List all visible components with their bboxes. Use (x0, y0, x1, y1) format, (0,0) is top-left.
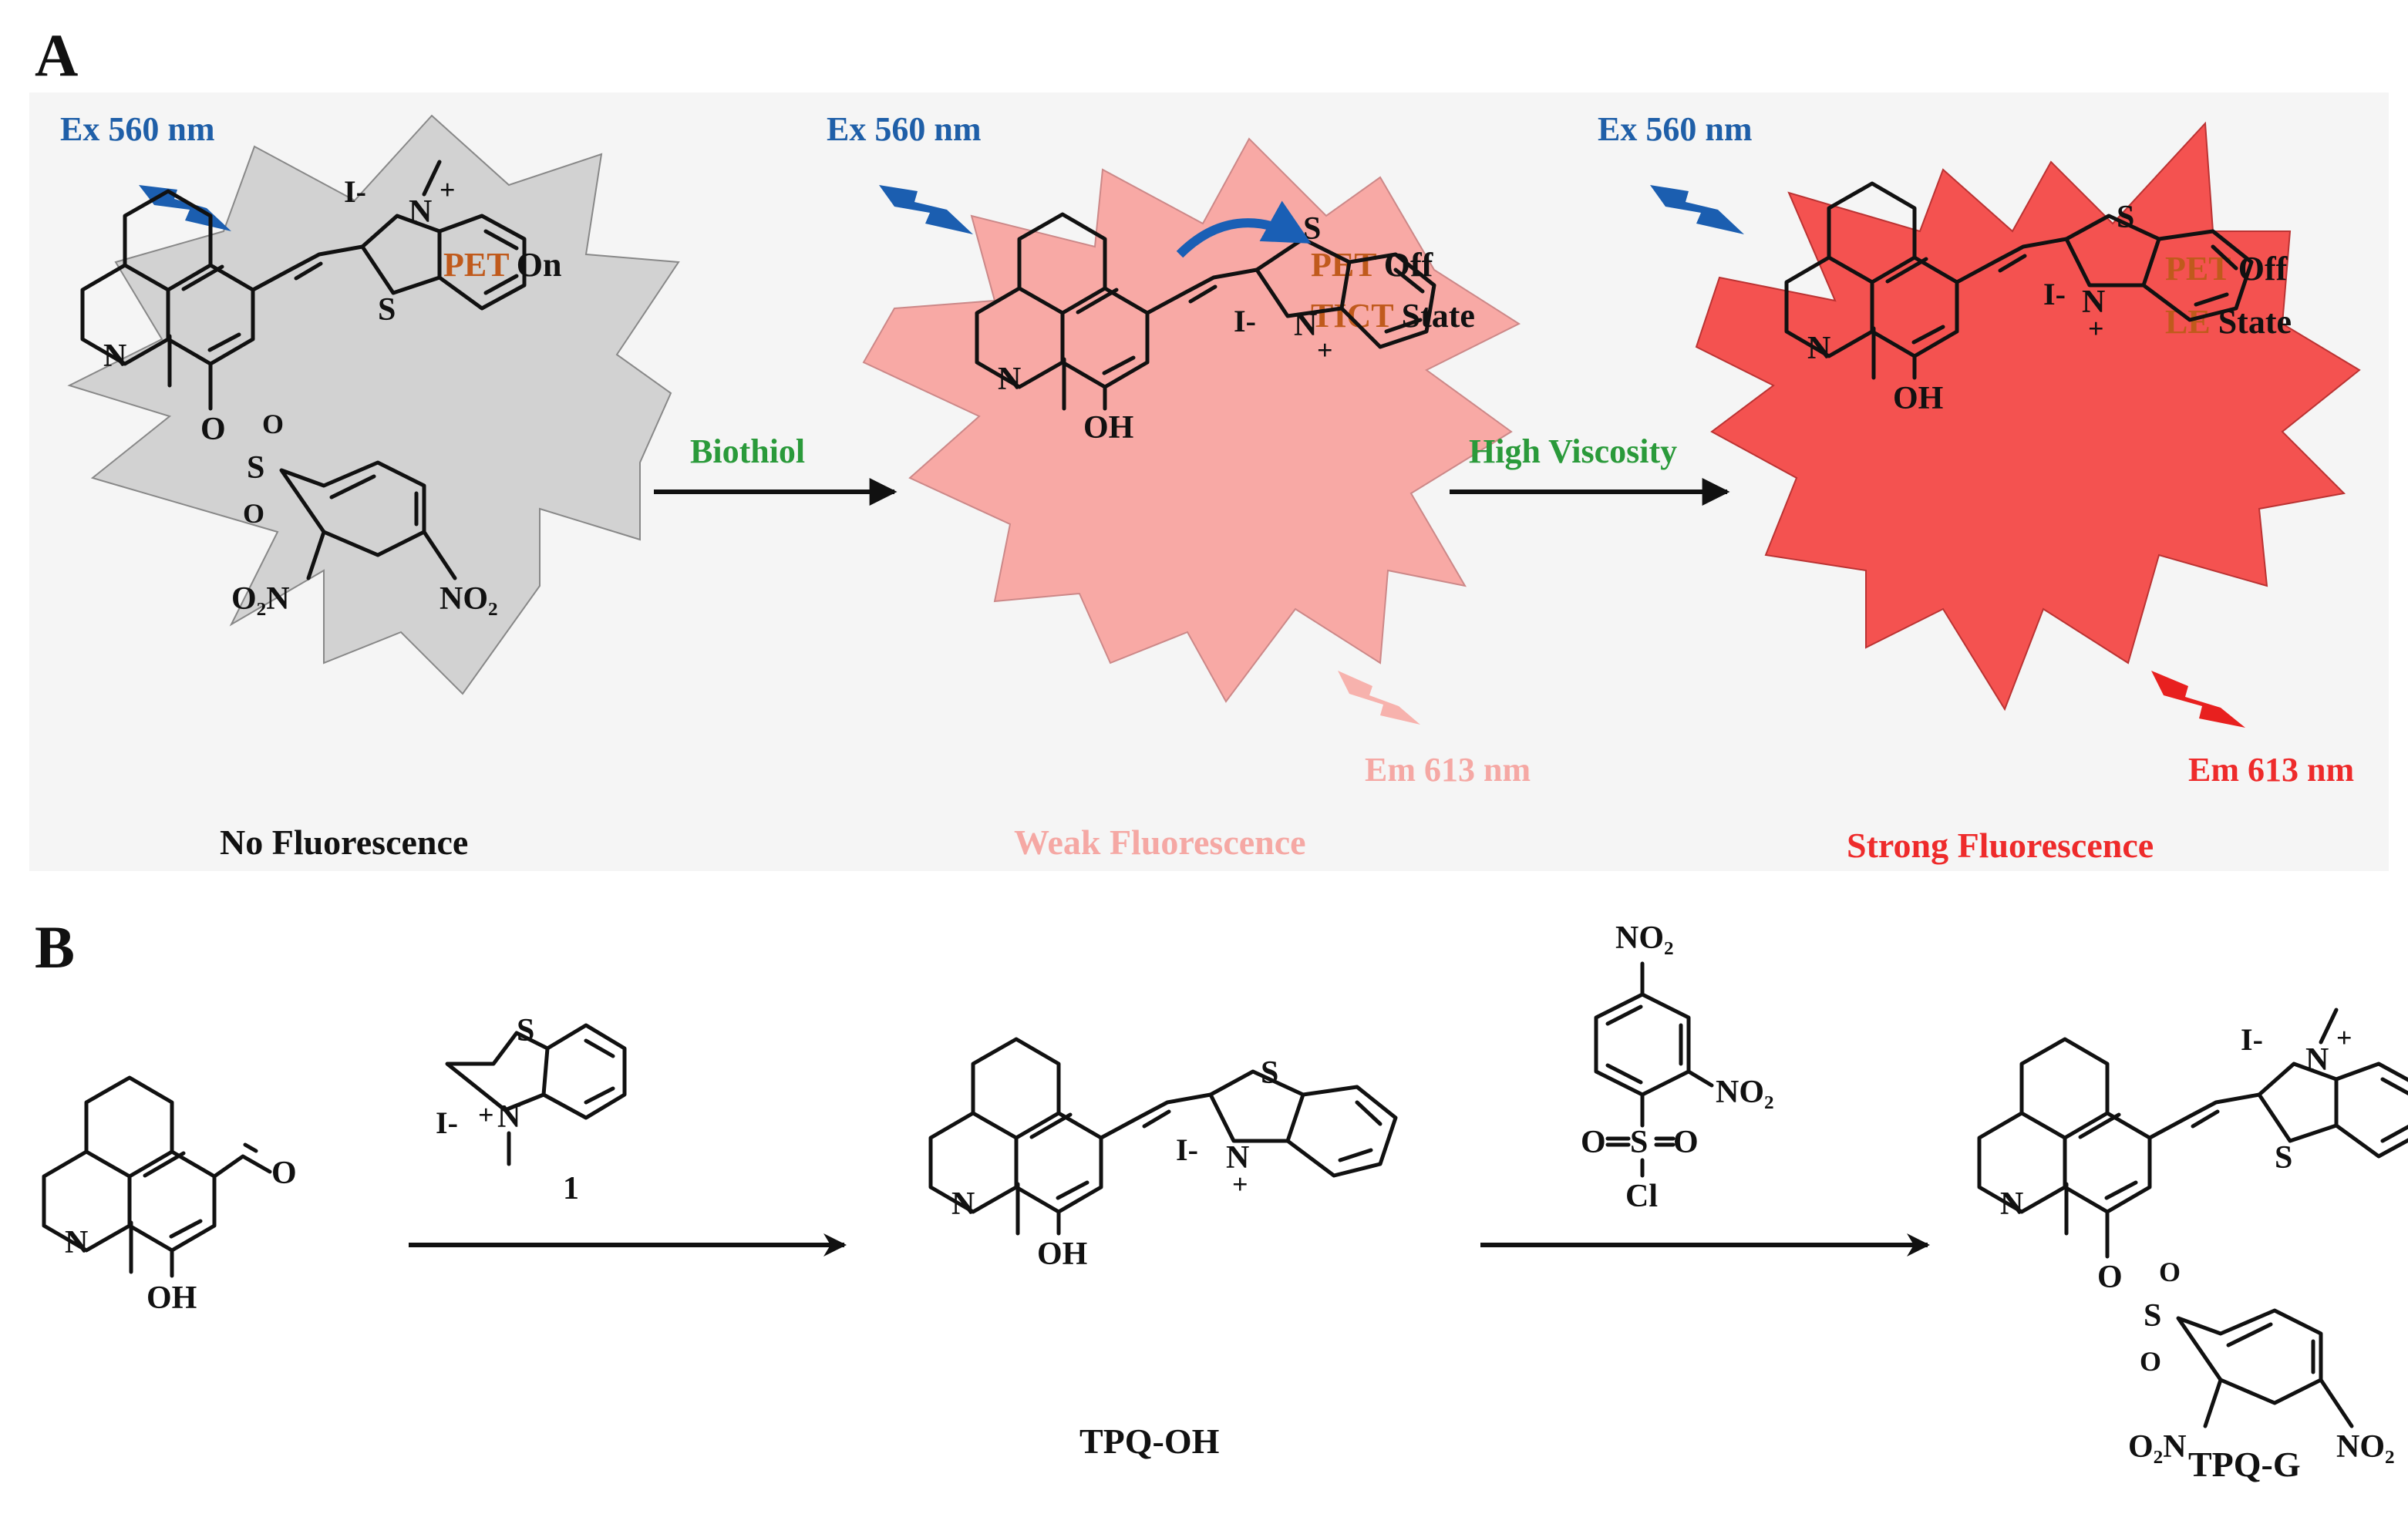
atom-n: N (1807, 331, 1830, 366)
arrow-label-viscosity: High Viscosity (1469, 432, 1677, 470)
molecule-tpq-oh-b: N S N I- + OH (1787, 183, 2254, 416)
emission-label-weak: Em 613 nm (1365, 751, 1531, 789)
atom-s: S (517, 1013, 534, 1048)
caption-strong-fluorescence: Strong Fluorescence (1847, 826, 2154, 865)
charge-plus: + (2336, 1022, 2352, 1053)
atom-n-plus: N (497, 1099, 520, 1135)
hydroxyl: OH (1083, 410, 1133, 446)
caption-no-fluorescence: No Fluorescence (220, 823, 468, 862)
iodide-label: I- (436, 1105, 458, 1140)
nitro-right: NO₂ (440, 581, 498, 617)
molecule-tpq-oh-a: N S N I- + OH (977, 200, 1436, 446)
molecule-tpq-g-a: N N S I- + O S O O O₂N NO₂ (83, 160, 527, 617)
atom-o-sulfonyl-2: O (243, 498, 264, 529)
sulfonyl-o-right: O (1673, 1125, 1699, 1160)
iodide-label: I- (1176, 1132, 1198, 1167)
atom-n: N (951, 1186, 975, 1222)
lightning-bolt-icon (1338, 671, 1420, 725)
nitro-left: O₂N (2128, 1429, 2187, 1465)
molecule-tpq-g: N N S I- + O S O O O₂N NO₂ (1979, 1008, 2408, 1465)
hydroxyl: OH (1037, 1236, 1087, 1272)
atom-n-plus: N (1294, 308, 1317, 343)
atom-n-plus: N (2082, 284, 2105, 320)
atom-s-sulfonyl: S (2144, 1298, 2161, 1334)
sulfonyl-o-left: O (1581, 1125, 1606, 1160)
nitro-side: NO₂ (1716, 1075, 1774, 1110)
atom-n: N (65, 1225, 88, 1260)
atom-n: N (103, 338, 126, 374)
atom-n: N (998, 362, 1021, 397)
charge-plus: + (2088, 313, 2104, 344)
atom-s: S (1303, 211, 1321, 247)
excitation-label-1: Ex 560 nm (60, 110, 214, 148)
compound-label-tpq-oh: TPQ-OH (1079, 1421, 1220, 1461)
atom-s: S (378, 292, 396, 328)
molecule-aldehyde: N O OH (44, 1078, 297, 1316)
iodide-label: I- (2043, 277, 2066, 311)
atom-o-sulfonyl-2: O (2140, 1346, 2161, 1377)
nitro-right: NO₂ (2336, 1429, 2395, 1465)
reagent-1: S N + I- 1 (436, 1013, 627, 1206)
iodide-label: I- (2241, 1022, 2263, 1057)
sulfonyl-s: S (1630, 1125, 1648, 1160)
panel-a-label: A (35, 22, 78, 89)
lightning-bolt-icon (1650, 185, 1744, 234)
iodide-label: I- (1234, 304, 1256, 338)
nitro-left: O₂N (231, 581, 290, 617)
atom-o-aldehyde: O (271, 1156, 297, 1191)
caption-weak-fluorescence: Weak Fluorescence (1014, 823, 1306, 862)
panel-b-label: B (35, 913, 75, 981)
atom-n-plus: N (409, 194, 432, 230)
atom-o: O (2097, 1260, 2123, 1295)
atom-o-sulfonyl: O (262, 409, 284, 439)
charge-plus: + (1232, 1169, 1248, 1199)
excitation-label-2: Ex 560 nm (827, 110, 981, 148)
compound-label-tpq-g: TPQ-G (2188, 1445, 2301, 1484)
atom-n-plus: N (2305, 1042, 2329, 1078)
rotation-arrow-icon (1176, 200, 1312, 258)
atom-n: N (2000, 1186, 2023, 1222)
atom-s: S (2275, 1140, 2292, 1176)
hydroxyl: OH (1893, 381, 1943, 416)
excitation-label-3: Ex 560 nm (1598, 110, 1752, 148)
atom-o-sulfonyl: O (2159, 1257, 2181, 1287)
atom-s-sulfonyl: S (247, 450, 264, 486)
lightning-bolt-icon (879, 185, 973, 234)
reagent-sulfonyl-chloride: NO₂ NO₂ S O O Cl (1581, 920, 1774, 1214)
atom-o: O (200, 412, 226, 447)
atom-n-plus: N (1226, 1140, 1249, 1176)
atom-s: S (2117, 200, 2134, 235)
charge-plus: + (440, 174, 456, 205)
reagent-number: 1 (563, 1171, 579, 1206)
charge-plus: + (478, 1099, 494, 1130)
lightning-bolt-icon (2151, 671, 2245, 728)
emission-label-strong: Em 613 nm (2188, 751, 2354, 789)
atom-s: S (1261, 1055, 1278, 1091)
charge-plus: + (1317, 335, 1333, 365)
arrow-label-biothiol: Biothiol (690, 432, 805, 470)
hydroxyl: OH (147, 1280, 197, 1316)
burst-pink (862, 137, 1521, 703)
nitro-top: NO₂ (1615, 920, 1674, 956)
burst-red (1695, 121, 2361, 712)
molecule-tpq-oh: N S N I- + OH (931, 1039, 1398, 1272)
chloride: Cl (1625, 1179, 1658, 1214)
iodide-label: I- (344, 174, 366, 209)
